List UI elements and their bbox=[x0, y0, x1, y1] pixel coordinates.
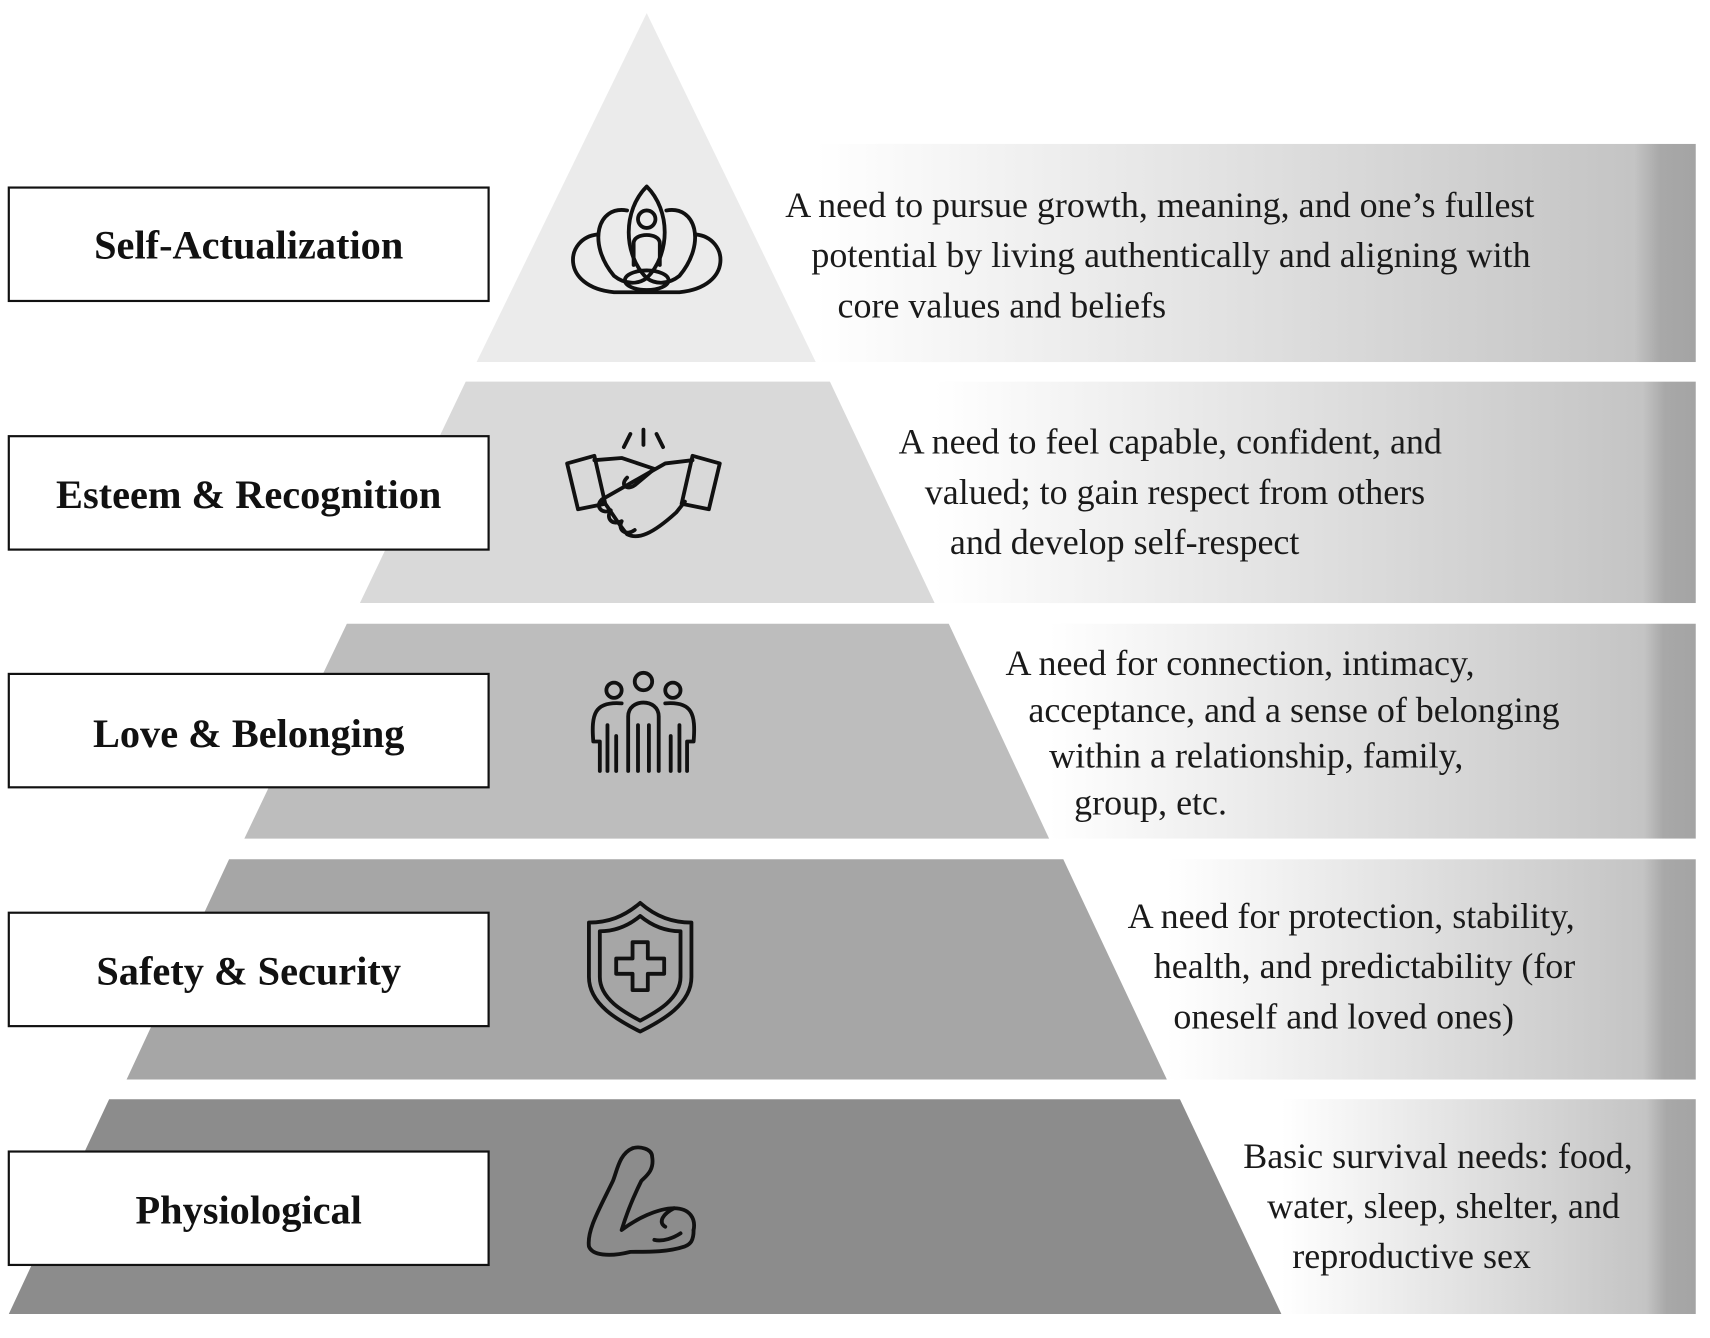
tier-esteem-recognition: Esteem & Recognition A need to feel capa… bbox=[7, 381, 1696, 604]
description-line: potential by living authentically and al… bbox=[811, 235, 1530, 275]
tier-label: Safety & Security bbox=[96, 949, 401, 994]
description-band bbox=[1057, 859, 1696, 1080]
tier-label-box bbox=[7, 186, 490, 303]
description-band bbox=[828, 381, 1696, 604]
tier-label-box bbox=[7, 435, 490, 551]
tier-label: Self-Actualization bbox=[94, 222, 403, 267]
description-line: valued; to gain respect from others bbox=[925, 472, 1425, 512]
description-line: A need to pursue growth, meaning, and on… bbox=[785, 185, 1534, 225]
tier-self-actualization: Self-Actualization A need to pursue grow… bbox=[7, 13, 1696, 363]
description-line: A need to feel capable, confident, and bbox=[899, 422, 1442, 462]
shield-cross-icon bbox=[587, 900, 694, 1034]
handshake-icon bbox=[565, 427, 722, 539]
description-line: Basic survival needs: food, bbox=[1243, 1136, 1633, 1176]
tier-label-box bbox=[7, 1150, 490, 1267]
description-line: and develop self-respect bbox=[950, 522, 1300, 562]
tier-label: Love & Belonging bbox=[93, 711, 404, 756]
tier-label: Esteem & Recognition bbox=[56, 472, 441, 517]
pyramid-segment bbox=[359, 381, 935, 604]
group-people-icon bbox=[590, 670, 697, 773]
tier-label: Physiological bbox=[136, 1188, 362, 1233]
description-line: A need for connection, intimacy, bbox=[1005, 643, 1474, 683]
description-line: core values and beliefs bbox=[838, 285, 1167, 325]
tier-label-box bbox=[7, 911, 490, 1028]
description-band bbox=[937, 623, 1696, 839]
description-line: group, etc. bbox=[1074, 783, 1227, 823]
flexed-arm-icon bbox=[586, 1145, 696, 1257]
tier-safety-security: Safety & Security A need for protection,… bbox=[7, 859, 1696, 1080]
description-line: health, and predictability (for bbox=[1154, 946, 1575, 986]
description-line: oneself and loved ones) bbox=[1173, 996, 1514, 1036]
description-line: reproductive sex bbox=[1292, 1236, 1531, 1276]
tier-love-belonging: Love & Belonging A need for connection, … bbox=[7, 623, 1696, 839]
description-line: acceptance, and a sense of belonging bbox=[1028, 690, 1559, 730]
description-line: water, sleep, shelter, and bbox=[1267, 1186, 1620, 1226]
description-band bbox=[763, 143, 1696, 363]
tier-physiological: Physiological Basic survival needs: food… bbox=[7, 1099, 1696, 1315]
lotus-meditation-icon bbox=[571, 184, 723, 295]
description-line: within a relationship, family, bbox=[1049, 736, 1463, 776]
description-line: A need for protection, stability, bbox=[1128, 896, 1575, 936]
tier-label-box bbox=[7, 672, 490, 789]
